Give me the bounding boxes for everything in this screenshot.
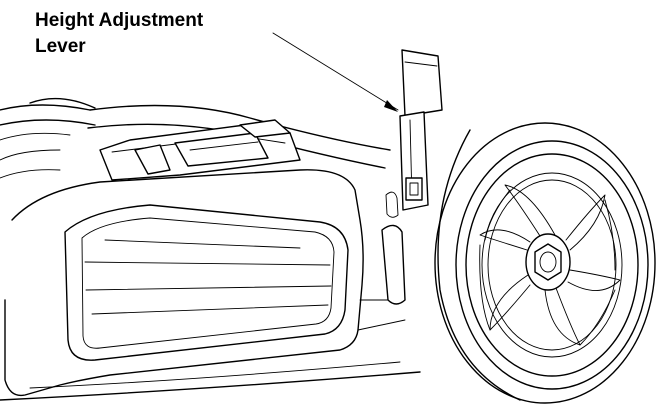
callout-label: Height Adjustment Lever <box>35 8 203 60</box>
front-wheel <box>434 122 656 404</box>
callout-line-1: Height Adjustment <box>35 10 204 31</box>
height-adjustment-lever <box>399 49 443 211</box>
leader-line <box>272 32 399 112</box>
mower-deck <box>0 97 421 401</box>
callout-line-2: Lever <box>35 36 86 57</box>
